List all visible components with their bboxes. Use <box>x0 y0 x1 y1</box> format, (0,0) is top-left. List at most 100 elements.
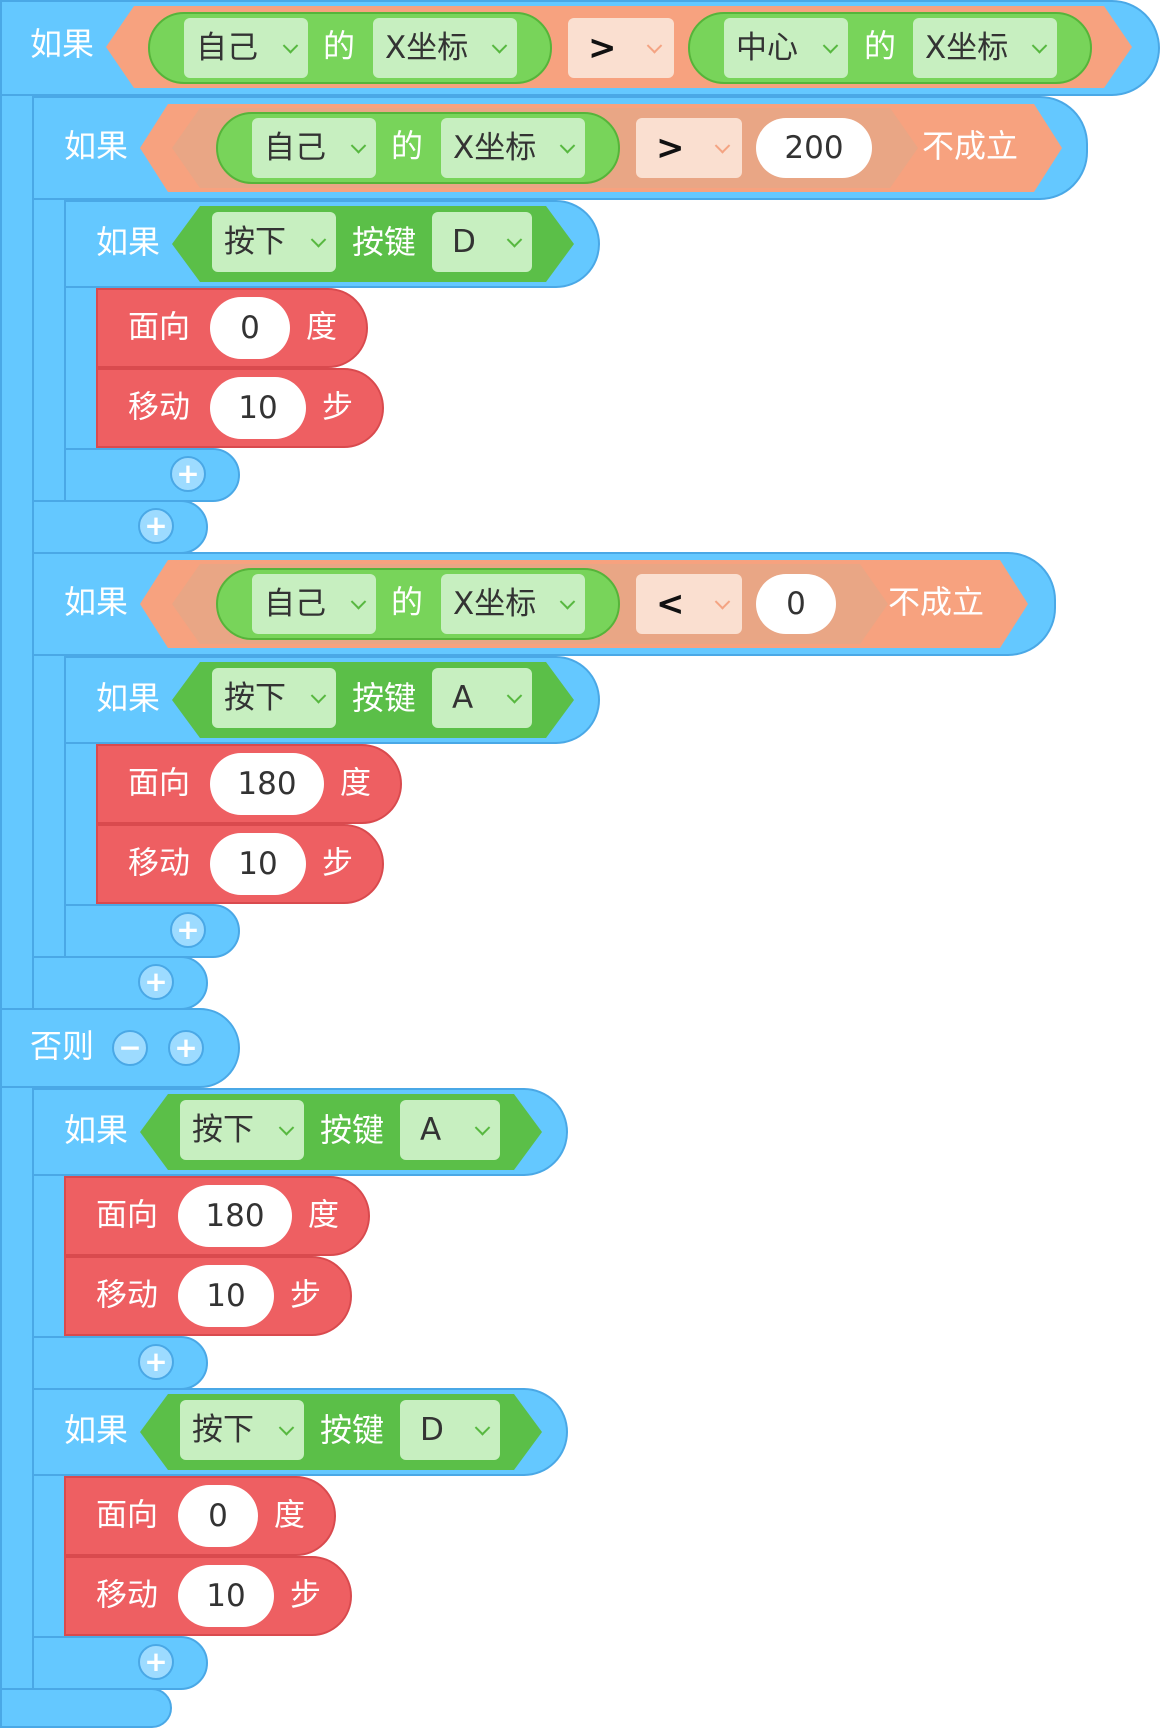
move-steps-block[interactable]: 移动 10 步 <box>96 824 384 904</box>
add-branch-button[interactable]: + <box>170 456 206 492</box>
chevron-down-icon <box>278 1420 295 1436</box>
branch2-key-if-footer[interactable] <box>64 904 240 958</box>
steps-label: 步 <box>290 1577 321 1614</box>
object-dropdown-self[interactable]: 自己 <box>252 574 376 634</box>
degree-input[interactable]: 180 <box>210 753 324 815</box>
steps-input[interactable]: 10 <box>178 1565 274 1627</box>
chevron-down-icon <box>474 1120 491 1136</box>
chevron-down-icon <box>646 38 663 54</box>
property-dropdown-x[interactable]: X坐标 <box>441 118 585 178</box>
number-input[interactable]: 0 <box>756 574 836 634</box>
key-action-dropdown[interactable]: 按下 <box>180 1100 304 1160</box>
of-label: 的 <box>864 27 897 65</box>
move-steps-block[interactable]: 移动 10 步 <box>96 368 384 448</box>
face-label: 面向 <box>128 309 190 346</box>
move-steps-block[interactable]: 移动 10 步 <box>64 1556 352 1636</box>
degree-label: 度 <box>306 309 337 346</box>
chevron-down-icon <box>282 38 299 54</box>
move-label: 移动 <box>128 389 190 426</box>
key-action-dropdown[interactable]: 按下 <box>180 1400 304 1460</box>
chevron-down-icon <box>714 594 731 610</box>
if-keyword: 如果 <box>96 679 161 717</box>
steps-input[interactable]: 10 <box>210 377 306 439</box>
number-input[interactable]: 200 <box>756 118 872 178</box>
chevron-down-icon <box>350 594 367 610</box>
add-branch-button[interactable]: + <box>138 1344 174 1380</box>
key-dropdown[interactable]: A <box>400 1100 500 1160</box>
face-label: 面向 <box>128 765 190 802</box>
key-dropdown[interactable]: D <box>400 1400 500 1460</box>
key-dropdown[interactable]: D <box>432 212 532 272</box>
chevron-down-icon <box>474 1420 491 1436</box>
of-label: 的 <box>391 583 424 621</box>
chevron-down-icon <box>822 38 839 54</box>
else2-if-footer[interactable] <box>32 1636 208 1690</box>
key-dropdown[interactable]: A <box>432 668 532 728</box>
if-keyword: 如果 <box>96 223 161 261</box>
if-keyword: 如果 <box>30 25 95 63</box>
operator-dropdown[interactable]: > <box>636 118 742 178</box>
property-dropdown-x[interactable]: X坐标 <box>441 574 585 634</box>
of-label: 的 <box>323 27 356 65</box>
key-action-dropdown[interactable]: 按下 <box>212 212 336 272</box>
not-label: 不成立 <box>888 583 985 621</box>
operator-dropdown[interactable]: > <box>568 18 674 78</box>
move-label: 移动 <box>96 1277 158 1314</box>
face-direction-block[interactable]: 面向 0 度 <box>96 288 368 368</box>
object-dropdown-self[interactable]: 自己 <box>184 18 308 78</box>
add-branch-button[interactable]: + <box>170 912 206 948</box>
operator-dropdown[interactable]: < <box>636 574 742 634</box>
chevron-down-icon <box>506 688 523 704</box>
property-dropdown-x[interactable]: X坐标 <box>913 18 1057 78</box>
steps-input[interactable]: 10 <box>178 1265 274 1327</box>
chevron-down-icon <box>350 138 367 154</box>
chevron-down-icon <box>278 1120 295 1136</box>
else1-if-footer[interactable] <box>32 1336 208 1390</box>
face-direction-block[interactable]: 面向 180 度 <box>64 1176 370 1256</box>
face-label: 面向 <box>96 1497 158 1534</box>
chevron-down-icon <box>559 138 576 154</box>
add-else-button[interactable]: + <box>168 1030 204 1066</box>
steps-label: 步 <box>322 845 353 882</box>
steps-label: 步 <box>322 389 353 426</box>
move-label: 移动 <box>128 845 190 882</box>
degree-input[interactable]: 180 <box>178 1185 292 1247</box>
chevron-down-icon <box>714 138 731 154</box>
face-direction-block[interactable]: 面向 0 度 <box>64 1476 336 1556</box>
outer-if-spine[interactable] <box>0 0 34 1728</box>
degree-label: 度 <box>308 1197 339 1234</box>
chevron-down-icon <box>559 594 576 610</box>
remove-else-button[interactable]: − <box>112 1030 148 1066</box>
face-direction-block[interactable]: 面向 180 度 <box>96 744 402 824</box>
if-keyword: 如果 <box>64 583 129 621</box>
degree-label: 度 <box>274 1497 305 1534</box>
key-action-dropdown[interactable]: 按下 <box>212 668 336 728</box>
key-label: 按键 <box>320 1411 385 1449</box>
chevron-down-icon <box>506 232 523 248</box>
steps-label: 步 <box>290 1277 321 1314</box>
steps-input[interactable]: 10 <box>210 833 306 895</box>
outer-if-footer[interactable] <box>0 1688 172 1728</box>
branch1-key-if-footer[interactable] <box>64 448 240 502</box>
add-branch-button[interactable]: + <box>138 508 174 544</box>
move-label: 移动 <box>96 1577 158 1614</box>
not-label: 不成立 <box>922 127 1019 165</box>
if-keyword: 如果 <box>64 127 129 165</box>
branch1-if-footer[interactable] <box>32 500 208 554</box>
move-steps-block[interactable]: 移动 10 步 <box>64 1256 352 1336</box>
object-dropdown-center[interactable]: 中心 <box>724 18 848 78</box>
if-keyword: 如果 <box>64 1411 129 1449</box>
key-label: 按键 <box>352 223 417 261</box>
property-dropdown-x[interactable]: X坐标 <box>373 18 517 78</box>
degree-input[interactable]: 0 <box>210 297 290 359</box>
object-dropdown-self[interactable]: 自己 <box>252 118 376 178</box>
add-branch-button[interactable]: + <box>138 964 174 1000</box>
key-label: 按键 <box>320 1111 385 1149</box>
degree-input[interactable]: 0 <box>178 1485 258 1547</box>
branch2-if-footer[interactable] <box>32 956 208 1010</box>
add-branch-button[interactable]: + <box>138 1644 174 1680</box>
else-keyword: 否则 <box>30 1027 95 1065</box>
chevron-down-icon <box>491 38 508 54</box>
chevron-down-icon <box>310 232 327 248</box>
chevron-down-icon <box>310 688 327 704</box>
